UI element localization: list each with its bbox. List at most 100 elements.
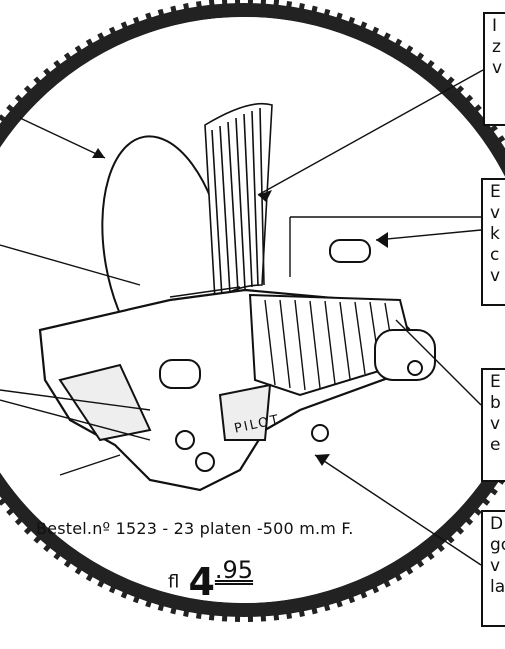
gear-tooth [208,0,216,12]
gear-tooth [402,561,414,575]
order-number: Bestel.nº 1523 - 23 platen -500 m.m F. [36,519,354,538]
gear-tooth [97,32,108,46]
gear-tooth [14,513,28,526]
gear-tooth [272,608,280,621]
callout-bottom: D go v la [481,510,505,627]
gear-tooth [195,0,203,14]
gear-tooth [132,16,142,30]
gear-tooth [334,12,343,26]
gear-tooth [310,601,318,615]
gear-tooth [433,68,445,81]
gear-tooth [23,522,36,535]
gear-tooth [6,504,19,516]
gear-tooth [423,59,435,73]
gear-tooth [53,59,65,73]
gear-tooth [43,68,55,81]
gear-tooth [499,149,505,157]
gear-tooth [380,32,391,46]
gear-rim [0,0,505,622]
gear-tooth [108,580,119,594]
pointer-lines [0,69,484,566]
gear-tooth [391,38,403,52]
gear-tooth [120,21,131,35]
gear-tooth [492,135,505,147]
gear-tooth [14,94,28,107]
gear-tooth [369,26,380,40]
gear-tooth [74,45,86,59]
gear-tooth [145,594,154,608]
gear-tooth [423,547,435,561]
gear-tooth [460,513,474,526]
gear-tooth [97,574,108,588]
gear-tooth [477,494,491,506]
callout-top: I z v [483,12,505,126]
gear-tooth [221,0,228,11]
gear-tooth [322,598,331,612]
gear-tooth [260,0,267,11]
gear-tooth [260,609,267,622]
gear-tooth [195,606,203,620]
gear-tooth [433,539,445,552]
gear-tooth [33,76,46,89]
gear-tooth [380,574,391,588]
gear-tooth [221,609,228,622]
gear-tooth [74,561,86,575]
gear-tooth [452,85,465,98]
price-decimal: .95 [214,556,254,584]
gear-tooth [391,568,403,582]
gear-tooth [85,38,97,52]
gear-tooth [85,568,97,582]
gear-tooth [346,590,356,604]
gear-tooth [460,94,474,107]
gear-tooth [402,45,414,59]
gear-tooth [334,594,343,608]
gear-tooth [310,5,318,19]
gear-tooth [43,539,55,552]
gear-tooth [357,585,368,599]
gear-tooth [120,585,131,599]
gear-tooth [346,16,356,30]
gear-tooth [108,26,119,40]
gear-tooth [183,3,191,16]
gear-tooth [357,21,368,35]
gear-tooth [170,601,178,615]
price: fl 4.95 [168,556,253,604]
gear-tooth [452,522,465,535]
gear-tooth [208,608,216,621]
price-whole: 4 [188,560,215,604]
gear-tooth [485,124,498,136]
gear-tooth [485,484,498,496]
gear-tooth [442,76,455,89]
gear-tooth [413,554,425,568]
gear-tooth [6,104,19,116]
gear-tooth [170,5,178,19]
gear-tooth [63,554,75,568]
gear-tooth [63,52,75,66]
gear-tooth [0,114,11,126]
gear-tooth [297,3,305,16]
gear-tooth [183,604,191,617]
price-currency: fl [168,571,180,593]
gear-tooth [23,85,36,98]
arrowheads [92,148,388,466]
gear-tooth [369,580,380,594]
gear-tooth [469,504,482,516]
gear-tooth [145,12,154,26]
gear-tooth [297,604,305,617]
gear-tooth [285,606,293,620]
gear-tooth [0,494,11,506]
gear-tooth [132,590,142,604]
gear-tooth [442,531,455,544]
gear-tooth [53,547,65,561]
gear-tooth [157,8,166,22]
gear-tooth [33,531,46,544]
gear-tooth [413,52,425,66]
gear-tooth [322,8,331,22]
gear-tooth [157,598,166,612]
callout-upper-middle: E v k c v [481,178,505,306]
gear-tooth [272,0,280,12]
callout-lower-middle: E b v e [481,368,505,482]
gear-tooth [469,104,482,116]
